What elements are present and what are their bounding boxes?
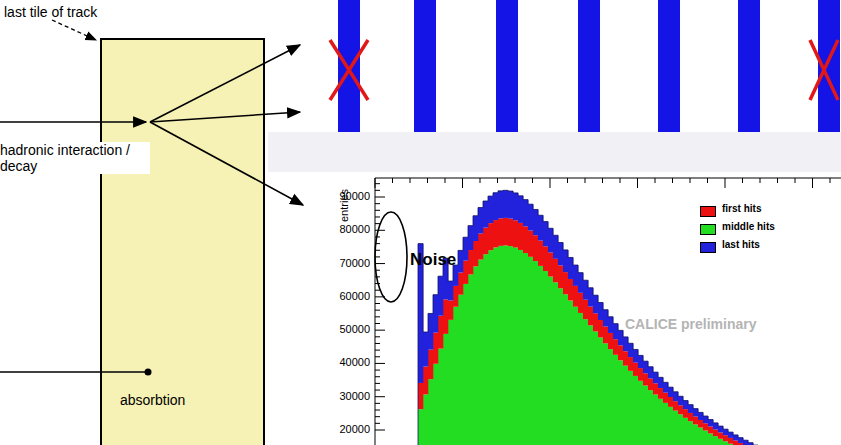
noise-ellipse <box>375 212 407 302</box>
annotation: Noise <box>410 250 456 270</box>
legend-swatch <box>700 206 716 217</box>
tick-label: 40000 <box>318 356 370 369</box>
tick-label: 60000 <box>318 290 370 303</box>
process-label: absorbtion <box>120 392 185 408</box>
tick-label: 70000 <box>318 257 370 270</box>
histogram <box>418 190 841 445</box>
particle-track <box>0 45 303 372</box>
leader-line <box>52 20 96 40</box>
tick-label: 50000 <box>318 323 370 336</box>
tick-label: 90000 <box>318 190 370 203</box>
legend-label: middle hits <box>722 221 775 233</box>
tick-label: 30000 <box>318 390 370 403</box>
tick-label: 80000 <box>318 223 370 236</box>
legend-label: last hits <box>722 239 760 251</box>
legend-label: first hits <box>722 203 761 215</box>
legend-swatch <box>700 224 716 235</box>
axis-ticks <box>375 178 830 430</box>
watermark: CALICE preliminary <box>625 316 756 332</box>
plot-frame <box>375 178 841 445</box>
cross-mark <box>330 40 838 100</box>
tick-label: 20000 <box>318 423 370 436</box>
process-label: hadronic interaction / decay <box>0 142 150 174</box>
absorption-point <box>145 369 152 376</box>
background-band <box>268 132 841 172</box>
legend-swatch <box>700 242 716 253</box>
detector-tile: last tile of trackabsorbtion <box>100 38 265 445</box>
tile-caption: last tile of track <box>4 4 97 20</box>
tile-row <box>338 0 840 132</box>
